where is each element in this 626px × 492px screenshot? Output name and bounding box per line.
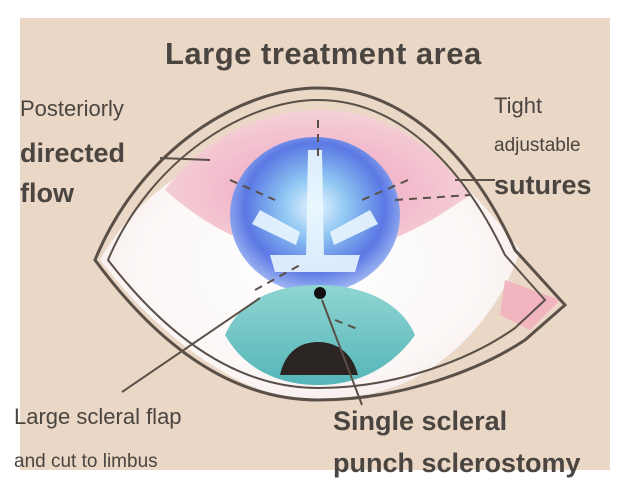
right-label-line3: sutures <box>494 172 592 199</box>
bottom-right-label-line1: Single scleral <box>333 408 507 435</box>
bottom-left-label-line1: Large scleral flap <box>14 406 182 428</box>
left-label-line3: flow <box>20 180 74 207</box>
sclerostomy-point <box>314 287 326 299</box>
left-label-line1: Posteriorly <box>20 98 124 120</box>
right-label-line1: Tight <box>494 95 542 117</box>
bottom-right-label-line2: punch sclerostomy <box>333 450 581 477</box>
title-label: Large treatment area <box>165 38 482 69</box>
left-label-line2: directed <box>20 140 125 167</box>
right-label-line2: adjustable <box>494 136 581 155</box>
bottom-left-label-line2: and cut to limbus <box>14 452 158 471</box>
